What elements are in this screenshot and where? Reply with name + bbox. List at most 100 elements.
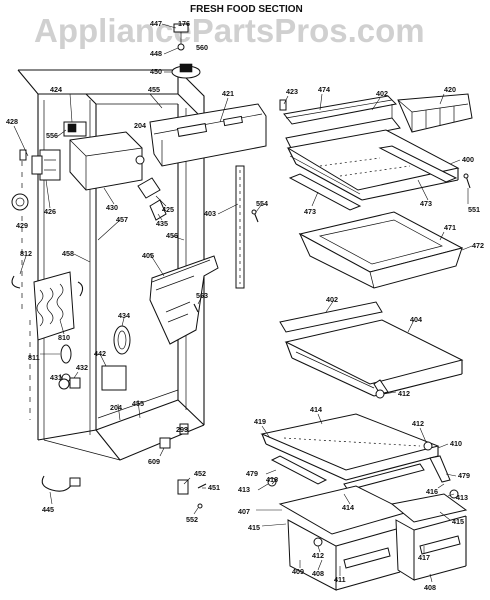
part-label: 447	[150, 19, 162, 28]
part-label: 408	[424, 583, 436, 592]
part-label: 455	[132, 399, 144, 408]
shelf-bracket-drawing	[149, 255, 219, 345]
light-socket-drawing	[19, 149, 61, 181]
part-label: 473	[304, 207, 316, 216]
leader-lines	[13, 23, 473, 583]
part-label: 411	[334, 575, 346, 584]
part-label: 407	[238, 507, 250, 516]
crisper-drawer-left-drawing	[278, 485, 410, 591]
part-label: 416	[266, 475, 278, 484]
screw-551-drawing	[463, 173, 471, 189]
crisper-cover-drawing	[260, 413, 440, 481]
part-label: 811	[28, 353, 40, 362]
part-label: 405	[142, 251, 154, 260]
part-label: 812	[20, 249, 32, 258]
part-label: 402	[376, 89, 388, 98]
part-label: 551	[468, 205, 480, 214]
top-shelf-drawing	[283, 95, 401, 151]
screw-563-drawing	[193, 303, 199, 313]
part-label: 415	[248, 523, 260, 532]
heater-drawing	[11, 271, 84, 341]
part-label: 424	[50, 85, 62, 94]
dairy-bin-drawing	[397, 93, 473, 133]
part-label: 293	[176, 425, 188, 434]
part-label: 412	[312, 551, 324, 560]
part-label: 445	[42, 505, 54, 514]
part-label: 417	[418, 553, 430, 562]
part-609-drawing	[159, 437, 171, 449]
clip-293-drawing	[179, 423, 189, 435]
part-label: 413	[456, 493, 468, 502]
part-label: 609	[148, 457, 160, 466]
part-label: 416	[426, 487, 438, 496]
plug-drawing	[279, 99, 287, 111]
part-label: 442	[94, 349, 106, 358]
part-label: 479	[246, 469, 258, 478]
shelf-rails-473-drawing	[288, 145, 458, 211]
part-label: 432	[76, 363, 88, 372]
part-label: 412	[398, 389, 410, 398]
part-label: 452	[194, 469, 206, 478]
part-label: 451	[208, 483, 220, 492]
top-hinge-drawing	[171, 23, 201, 79]
bracket-drawing	[137, 177, 167, 221]
diagram-title: FRESH FOOD SECTION	[190, 4, 303, 15]
right-hardware-drawing	[267, 389, 459, 547]
part-label: 434	[118, 311, 130, 320]
watermark-text: AppliancePartsPros.com	[34, 12, 425, 49]
lower-shelf-drawing	[279, 301, 464, 397]
shelf-ladder-drawing	[235, 165, 245, 289]
crisper-drawer-right-drawing	[390, 493, 468, 581]
part-label: 554	[256, 199, 268, 208]
part-label: 431	[50, 373, 62, 382]
part-label: 204	[110, 403, 122, 412]
power-cord-drawing	[41, 475, 81, 492]
part-label: 176	[178, 19, 190, 28]
part-label: 415	[452, 517, 464, 526]
part-label: 402	[326, 295, 338, 304]
part-label: 455	[148, 85, 160, 94]
part-label: 556	[46, 131, 58, 140]
part-label: 435	[156, 219, 168, 228]
part-label: 429	[16, 221, 28, 230]
part-label: 810	[58, 333, 70, 342]
part-label: 400	[462, 155, 474, 164]
part-label: 421	[222, 89, 234, 98]
part-label: 471	[444, 223, 456, 232]
pan-471-drawing	[298, 211, 464, 289]
part-label: 403	[204, 209, 216, 218]
hardware-drawing	[177, 479, 207, 509]
part-label: 404	[410, 315, 422, 324]
air-duct-drawing	[149, 103, 267, 167]
part-label: 479	[458, 471, 470, 480]
part-label: 204	[134, 121, 146, 130]
part-label: 410	[450, 439, 462, 448]
fan-motor-drawing	[101, 325, 131, 391]
part-label: 413	[238, 485, 250, 494]
part-label: 456	[166, 231, 178, 240]
glass-shelf-400-drawing	[286, 129, 460, 201]
part-label: 425	[162, 205, 174, 214]
part-label: 474	[318, 85, 330, 94]
part-label: 450	[150, 67, 162, 76]
small-components-drawing	[58, 344, 81, 390]
part-label: 430	[106, 203, 118, 212]
control-housing-drawing	[63, 121, 145, 191]
screw-554-drawing	[251, 209, 259, 223]
part-label: 426	[44, 207, 56, 216]
part-label: 472	[472, 241, 484, 250]
part-label: 552	[186, 515, 198, 524]
part-label: 458	[62, 249, 74, 258]
part-label: 419	[254, 417, 266, 426]
part-label: 412	[412, 419, 424, 428]
part-label: 408	[312, 569, 324, 578]
part-label: 448	[150, 49, 162, 58]
part-label: 428	[6, 117, 18, 126]
part-label: 457	[116, 215, 128, 224]
part-label: 560	[196, 43, 208, 52]
part-label: 423	[286, 87, 298, 96]
part-label: 473	[420, 199, 432, 208]
part-label: 420	[444, 85, 456, 94]
part-label: 409	[292, 567, 304, 576]
